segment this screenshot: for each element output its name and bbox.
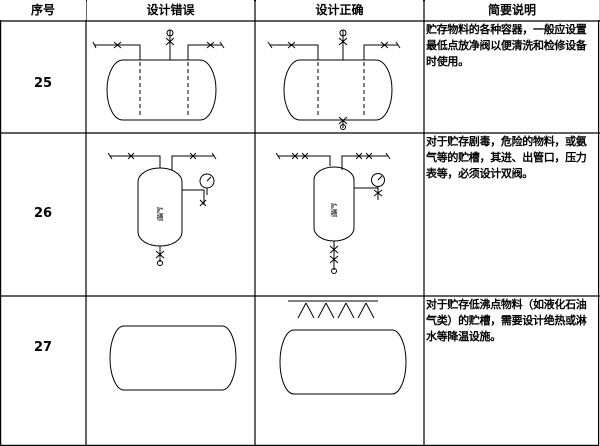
row-26-seq: 26 <box>33 206 53 221</box>
row-27-description: 对于贮存低沸点物料（如液化石油气类）的贮槽，需要设计绝热或淋水等降温设施。 <box>426 298 587 343</box>
header-wrong-design: 设计错误 <box>87 0 254 20</box>
row-25-description: 贮存物料的各种容器，一般应设置最低点放净阀以便清洗和检修设备时使用。 <box>426 23 587 68</box>
header-correct-design: 设计正确 <box>256 0 423 20</box>
row-26-description: 对于贮存剧毒，危险的物料，或氨气等的贮槽，其进、出管口，压力表等，必须设计双阀。 <box>426 135 587 180</box>
header-brief-description: 简要说明 <box>425 0 599 20</box>
header-seq: 序号 <box>0 0 86 20</box>
row-26-correct-tank-label: 贮槽 <box>330 202 338 218</box>
row-26-wrong-tank-label: 贮槽 <box>156 206 164 222</box>
row-27-seq: 27 <box>33 340 53 355</box>
row-25-seq: 25 <box>33 76 53 91</box>
